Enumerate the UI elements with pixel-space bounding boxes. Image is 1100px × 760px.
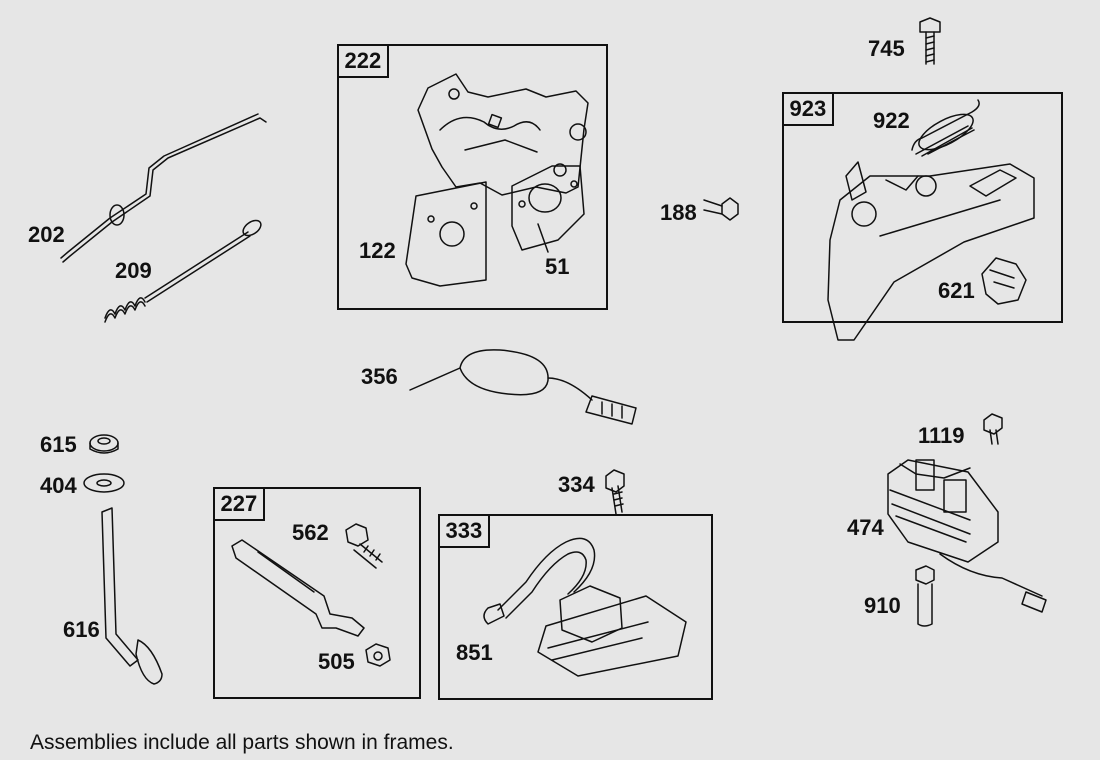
control-bracket-923 [827,161,1035,341]
assembly-frame-923: 923 [781,91,1063,323]
part-label-1119: 1119 [918,423,965,448]
spacer-910 [915,565,935,627]
assembly-frame-227: 227 [212,486,421,699]
screw-745 [919,17,941,65]
lever-616 [101,507,163,685]
part-label-404: 404 [40,473,77,498]
control-bracket-222 [417,73,589,196]
part-label-474: 474 [847,515,884,540]
part-label-616: 616 [63,617,100,642]
part-label-621: 621 [938,278,975,303]
gasket-122 [405,181,487,287]
part-label-51: 51 [545,254,570,279]
nut-615 [89,434,119,454]
screw-562 [345,523,383,569]
part-label-209: 209 [115,258,152,283]
footnote: Assemblies include all parts shown in fr… [30,731,454,754]
nut-505 [365,643,391,667]
assembly-frame-333: 333 [437,513,713,700]
part-label-505: 505 [318,649,355,674]
frame-label-333: 333 [437,513,491,548]
spring-922 [911,99,980,157]
screw-1119 [983,413,1003,445]
part-label-356: 356 [361,364,398,389]
part-label-922: 922 [873,108,910,133]
assembly-frame-222: 222 [336,43,608,310]
part-label-910: 910 [864,593,901,618]
frame-label-923: 923 [781,91,835,126]
ignition-armature-333 [483,537,687,677]
frame-label-227: 227 [212,486,266,521]
frame-label-222: 222 [336,43,390,78]
part-label-202: 202 [28,222,65,247]
part-label-745: 745 [868,36,905,61]
screw-188 [703,197,739,221]
part-label-188: 188 [660,200,697,225]
armature-474 [887,459,1047,613]
governor-spring-209 [104,219,262,323]
bracket-227 [231,539,365,637]
gasket-51 [511,165,585,253]
part-label-615: 615 [40,432,77,457]
part-label-122: 122 [359,238,396,263]
washer-404 [83,473,125,493]
part-label-851: 851 [456,640,493,665]
part-label-562: 562 [292,520,329,545]
screw-334 [605,469,625,515]
ground-wire-356 [409,349,637,425]
part-label-334: 334 [558,472,595,497]
throttle-link-rod-202 [60,113,267,263]
clip-621 [981,257,1027,305]
